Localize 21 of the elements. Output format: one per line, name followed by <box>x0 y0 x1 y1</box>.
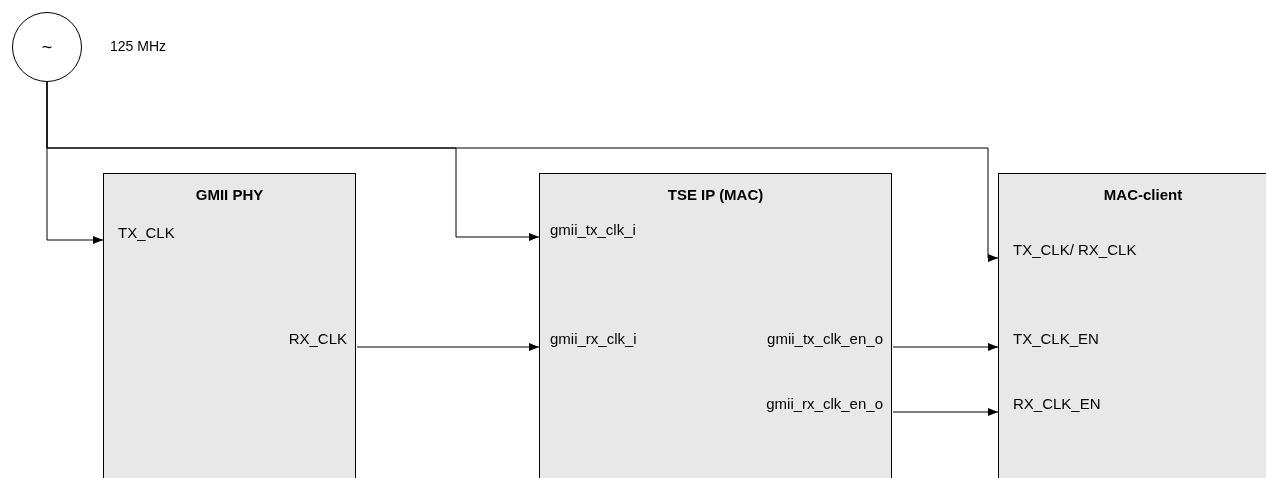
arrow <box>356 343 540 351</box>
block <box>103 173 356 478</box>
block <box>998 173 1266 478</box>
frequency-label: 125 MHz <box>110 38 167 54</box>
port-label: TX_CLK_EN <box>1013 330 1099 348</box>
port-label: gmii_rx_clk_en_o <box>766 395 883 413</box>
arrow <box>46 81 999 262</box>
port-label: TX_CLK/ RX_CLK <box>1013 241 1137 259</box>
port-label: RX_CLK_EN <box>1013 395 1101 413</box>
port-label: RX_CLK <box>288 330 347 348</box>
port-label: gmii_tx_clk_en_o <box>767 330 883 348</box>
block-title: MAC-client <box>1102 186 1184 203</box>
wave-symbol: ~ <box>41 36 53 58</box>
port-label: gmii_rx_clk_i <box>550 330 637 348</box>
arrow <box>892 408 999 416</box>
block-title: TSE IP (MAC) <box>666 186 765 203</box>
arrow <box>892 343 999 351</box>
port-label: gmii_tx_clk_i <box>550 221 636 239</box>
block <box>539 173 892 478</box>
port-label: TX_CLK <box>118 224 175 242</box>
block-title: GMII PHY <box>194 186 265 203</box>
